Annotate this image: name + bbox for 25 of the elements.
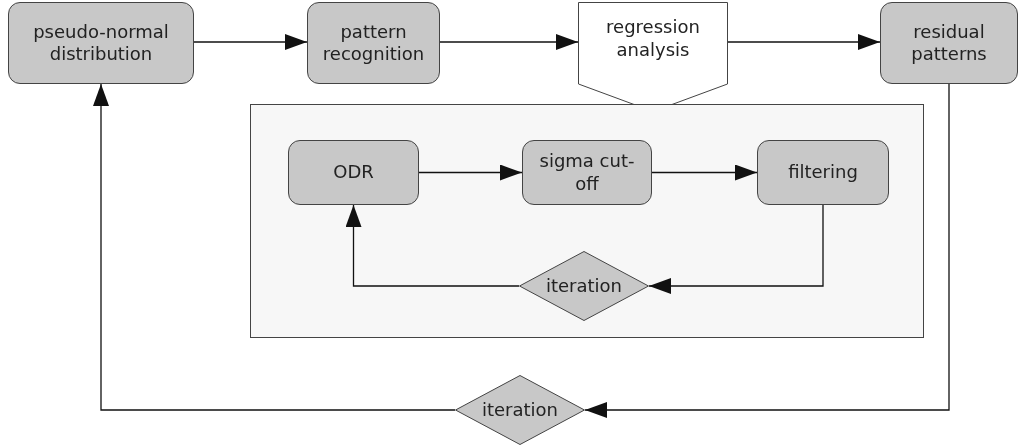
arrow [439, 34, 579, 50]
arrow [345, 204, 520, 287]
process-box [522, 140, 652, 205]
process-box [880, 2, 1018, 84]
arrow [93, 83, 456, 411]
container-panel [250, 104, 924, 338]
node-label: ODR [333, 161, 374, 184]
arrow [418, 164, 523, 181]
arrow [193, 34, 308, 50]
node-label: residual patterns [910, 20, 988, 66]
process-box [8, 2, 194, 84]
node-label: sigma cut-off [538, 150, 636, 195]
process-box [307, 2, 440, 84]
arrow [648, 204, 824, 294]
arrow [727, 34, 881, 50]
node-label: regression analysis [605, 16, 701, 61]
arrow [584, 83, 950, 418]
node-label: iteration [481, 398, 558, 422]
node-label: iteration [545, 274, 622, 298]
arrow [651, 164, 758, 181]
process-box [757, 140, 889, 205]
node-label: pseudo-normal distribution [32, 20, 170, 66]
process-box [288, 140, 419, 205]
node-label: filtering [788, 161, 858, 184]
node-label: pattern recognition [321, 20, 426, 66]
